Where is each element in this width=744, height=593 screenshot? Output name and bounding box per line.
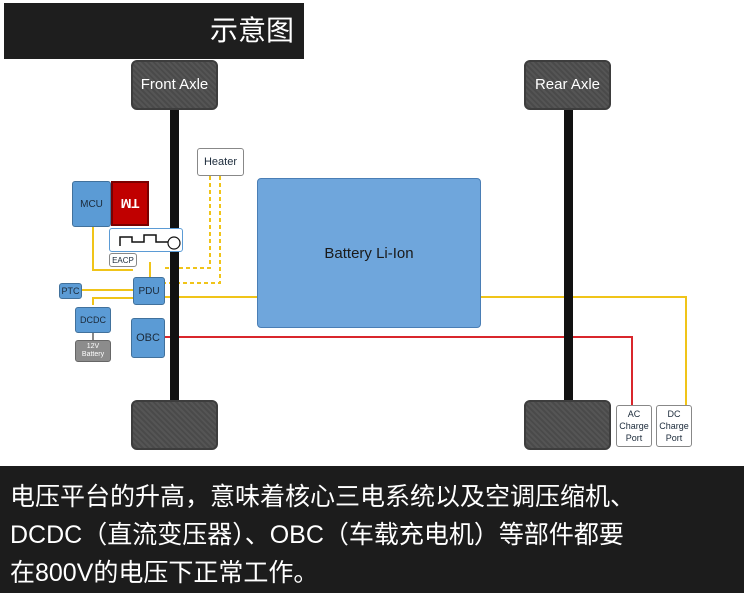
motor-label: TM: [120, 196, 140, 211]
ac-port-charge: Charge: [619, 421, 649, 431]
subtitle-overlay: 电压平台的升高，意味着核心三电系统以及空调压缩机、 DCDC（直流变压器）、OB…: [0, 466, 744, 593]
dc-port-charge: Charge: [659, 421, 689, 431]
heater-label: Heater: [203, 156, 238, 168]
ac-charge-port: AC Charge Port: [616, 405, 652, 447]
mcu-label: MCU: [80, 198, 103, 210]
battery-12v-label: Battery: [81, 351, 105, 358]
battery-label: Battery Li-Ion: [324, 244, 414, 262]
dcdc-label: DCDC: [80, 315, 106, 325]
rear-axle-label: Rear Axle: [534, 76, 601, 93]
dc-port-type: DC: [667, 409, 681, 419]
battery-12v-voltage: 12V: [86, 343, 100, 350]
obc-ac-port-line: [165, 336, 633, 405]
eacp-box: EACP: [109, 253, 137, 267]
ac-port-port: Port: [625, 433, 643, 443]
dcdc-pdu-line: [92, 297, 133, 305]
heater-dashed-line: [165, 176, 211, 269]
dc-port-port: Port: [665, 433, 683, 443]
hv-wiring: [82, 176, 687, 405]
motor-box: TM: [111, 181, 149, 226]
battery-12v-box: 12V Battery: [75, 340, 111, 362]
pdu-box: PDU: [133, 277, 165, 305]
heater-box: Heater: [197, 148, 244, 176]
obc-box: OBC: [131, 318, 165, 358]
obc-label: OBC: [136, 332, 160, 344]
front-axle-label: Front Axle: [140, 76, 209, 93]
compressor-symbol-icon: [119, 234, 181, 250]
battery-dc-port-line: [481, 296, 687, 405]
ptc-box: PTC: [59, 283, 82, 299]
pdu-label: PDU: [138, 285, 160, 297]
subtitle-line-2: DCDC（直流变压器）、OBC（车载充电机）等部件都要: [10, 521, 624, 549]
front-right-wheel: [131, 400, 218, 450]
subtitle-line-3: 在800V的电压下正常工作。: [10, 559, 319, 587]
dcdc-box: DCDC: [75, 307, 111, 333]
mcu-box: MCU: [72, 181, 111, 227]
rear-axle-shaft: [564, 108, 573, 403]
eacp-schematic: [109, 228, 183, 252]
rear-left-wheel: Rear Axle: [524, 60, 611, 110]
front-axle-shaft: [170, 108, 179, 403]
subtitle-line-1: 电压平台的升高，意味着核心三电系统以及空调压缩机、: [10, 483, 636, 511]
top-caption: 示意图: [4, 3, 304, 59]
front-left-wheel: Front Axle: [131, 60, 218, 110]
wiring-diagram: [82, 176, 687, 405]
ptc-label: PTC: [61, 286, 80, 296]
battery-pack: Battery Li-Ion: [257, 178, 481, 328]
dc-charge-port: DC Charge Port: [656, 405, 692, 447]
rear-right-wheel: [524, 400, 611, 450]
caption-text: 示意图: [209, 15, 294, 46]
ac-port-type: AC: [627, 409, 641, 419]
heater-dashed-line-2: [165, 176, 221, 284]
eacp-label: EACP: [112, 255, 134, 265]
